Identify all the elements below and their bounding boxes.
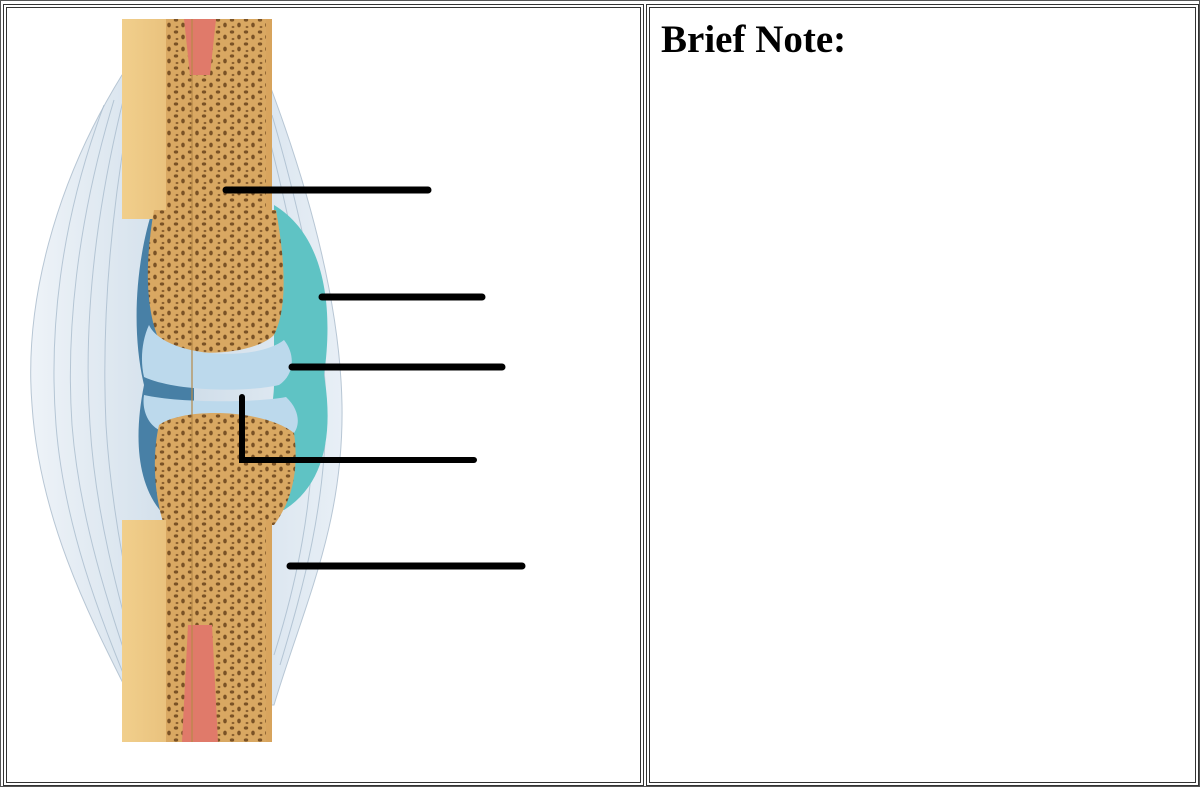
- synovial-joint-diagram: [4, 5, 645, 787]
- notes-cell: Brief Note:: [646, 4, 1199, 786]
- upper-epiphysis: [148, 210, 284, 353]
- note-title: Brief Note:: [661, 17, 846, 62]
- diagram-cell: [3, 4, 644, 786]
- lower-marrow: [182, 625, 218, 742]
- lower-epiphysis: [155, 413, 296, 525]
